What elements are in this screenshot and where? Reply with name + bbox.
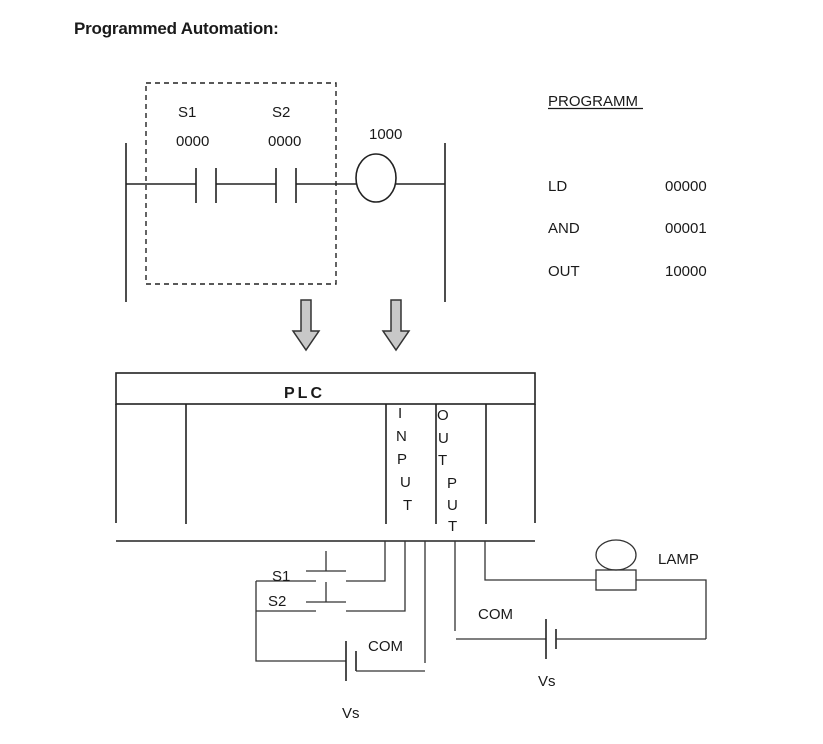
- contact-2-name: S2: [272, 104, 290, 121]
- switch-s2: [306, 582, 346, 603]
- input-supply-label: Vs: [342, 705, 360, 722]
- plc-block: PLC I N P U T O U T P U T: [115, 372, 536, 542]
- switch-2-label: S2: [268, 593, 286, 610]
- output-letter: U: [447, 497, 458, 514]
- output-letter: P: [447, 475, 457, 492]
- contact-1-name: S1: [178, 104, 196, 121]
- input-terminal-1-wire: [346, 541, 386, 582]
- input-letter: T: [403, 497, 412, 514]
- input-letter: U: [400, 474, 411, 491]
- switch-s1: [306, 551, 346, 572]
- lamp-base: [595, 569, 637, 591]
- output-supply-label: Vs: [538, 673, 556, 690]
- output-coil-icon: [355, 153, 397, 203]
- output-letter: U: [438, 430, 449, 447]
- output-letter: O: [437, 407, 449, 424]
- lamp-icon: [595, 539, 637, 591]
- input-letter: N: [396, 428, 407, 445]
- switch-1-label: S1: [272, 568, 290, 585]
- output-letter: T: [448, 518, 457, 535]
- contact-s2: [275, 168, 297, 203]
- lamp-return-wire: [636, 579, 707, 639]
- program-listing: PROGRAMM LD 00000 AND 00001 OUT 10000: [548, 93, 707, 280]
- instruction: AND: [548, 220, 580, 237]
- contact-1-address: 0000: [176, 133, 209, 150]
- program-heading: PROGRAMM: [548, 93, 638, 110]
- input-down-arrow-icon: [291, 299, 321, 352]
- output-com-label: COM: [478, 606, 513, 623]
- output-terminal-wire: [484, 541, 596, 581]
- input-wiring: S1 S2 COM Vs: [255, 541, 426, 722]
- input-supply-wire: [255, 581, 346, 662]
- page-title: Programmed Automation:: [74, 19, 279, 38]
- lamp-label: LAMP: [658, 551, 699, 568]
- lamp-bulb: [595, 539, 637, 571]
- operand: 10000: [665, 263, 707, 280]
- operand: 00001: [665, 220, 707, 237]
- operand: 00000: [665, 178, 707, 195]
- ladder-diagram: S1 0000 S2 0000 1000: [125, 82, 446, 302]
- contact-2-address: 0000: [268, 133, 301, 150]
- contact-s1: [195, 168, 217, 203]
- instruction: LD: [548, 178, 567, 195]
- output-wiring: LAMP COM Vs: [454, 539, 707, 690]
- plc-label: PLC: [284, 385, 325, 402]
- coil-address: 1000: [369, 126, 402, 143]
- input-com-label: COM: [368, 638, 403, 655]
- input-letter: I: [398, 405, 402, 422]
- input-terminal-2-wire: [346, 541, 406, 612]
- plc-header: [115, 372, 536, 405]
- input-letter: P: [397, 451, 407, 468]
- instruction: OUT: [548, 263, 580, 280]
- output-letter: T: [438, 452, 447, 469]
- output-down-arrow-icon: [381, 299, 411, 352]
